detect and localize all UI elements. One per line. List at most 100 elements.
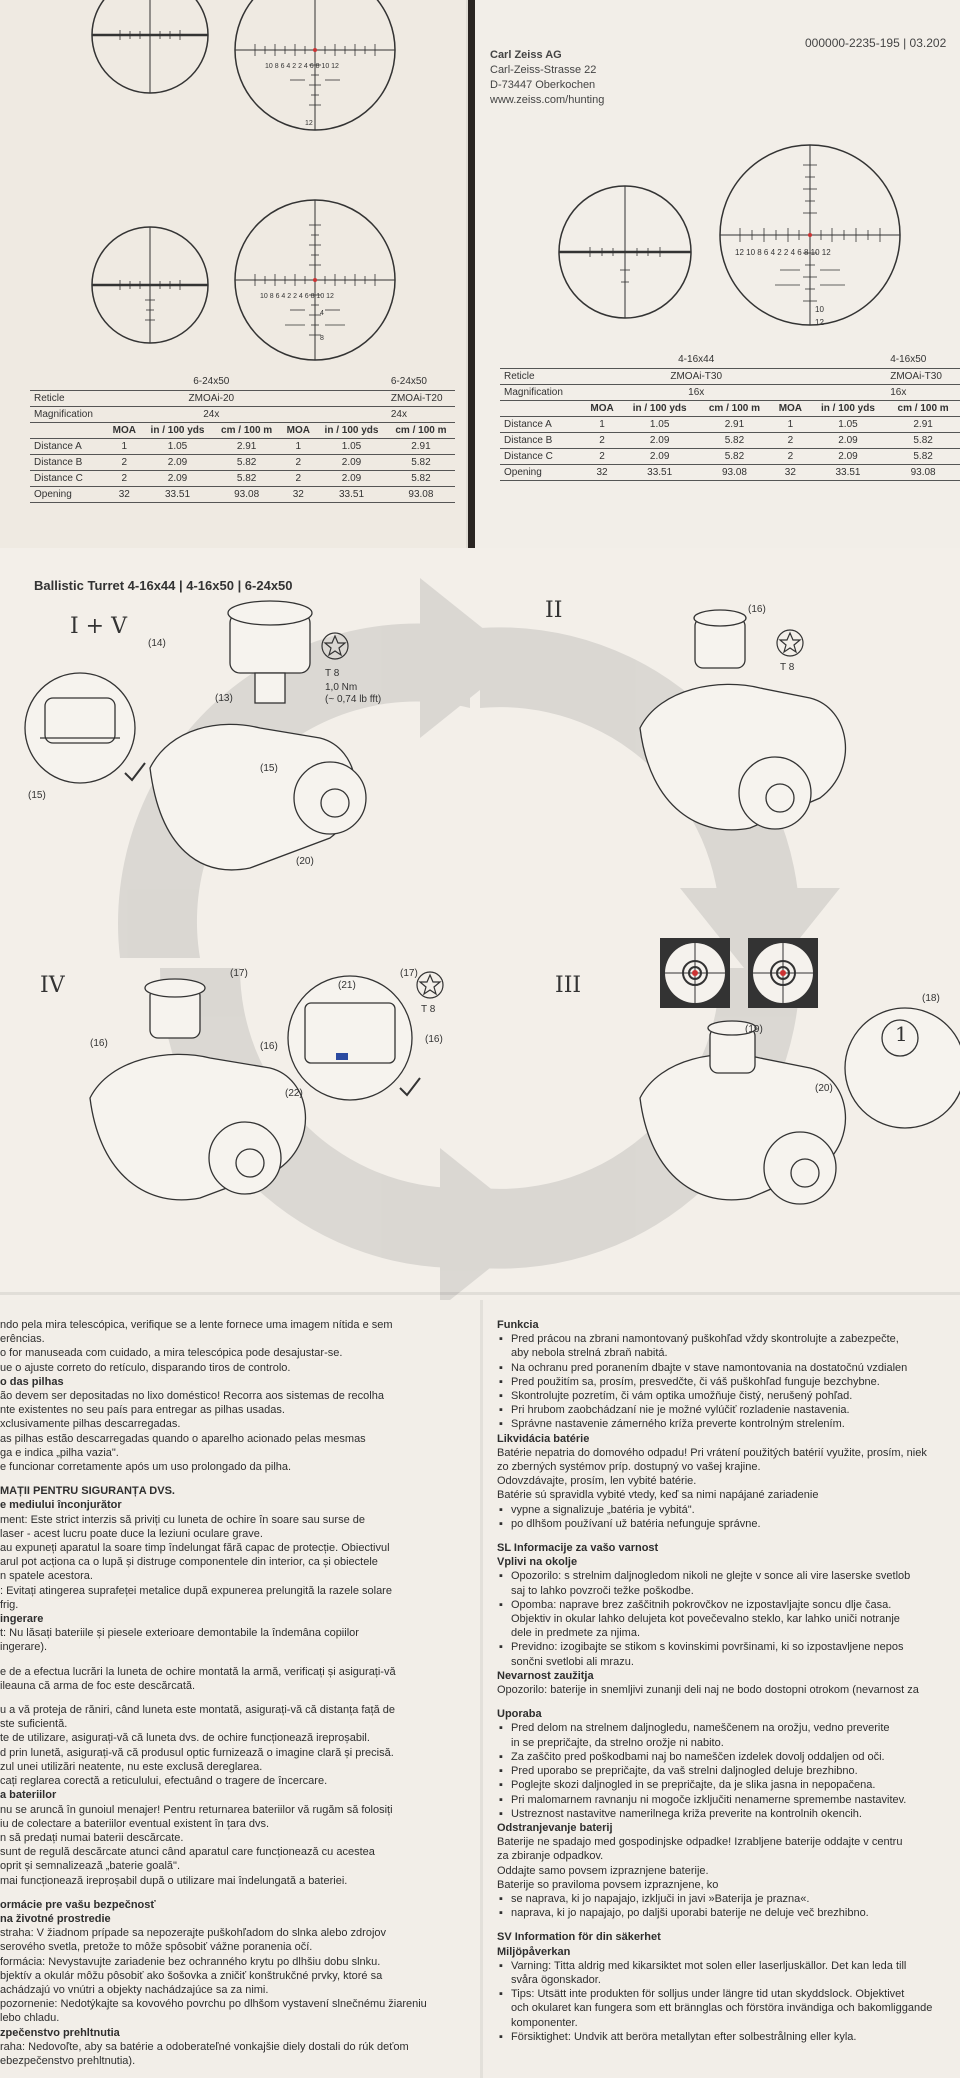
text-line: Batérie sú spravidla vybité vtedy, keď s…: [497, 1489, 819, 1502]
svg-text:12: 12: [815, 318, 824, 327]
table-cell: 2: [771, 448, 810, 465]
section-heading: o das pilhas: [0, 1375, 64, 1388]
table-cell: 5.82: [886, 432, 960, 449]
text-line: iu de colectare a bateriilor eventual ex…: [0, 1817, 270, 1830]
table-cell: 93.08: [212, 486, 281, 503]
table-cell: 2.09: [621, 432, 698, 449]
text-line: zul unei utilizări neatente, nu este exc…: [0, 1760, 263, 1773]
text-line: ment: Este strict interzis să priviți cu…: [0, 1513, 365, 1526]
bullet-item: Na ochranu pred poranením dbajte v stave…: [497, 1361, 960, 1375]
table-cell: 5.82: [697, 448, 771, 465]
bullet-item: Försiktighet: Undvik att beröra metallyt…: [497, 2030, 960, 2044]
callout-label: (16): [748, 604, 766, 615]
callout-label: (22): [285, 1088, 303, 1099]
bullet-item: Previdno: izogibajte se stikom s kovinsk…: [497, 1640, 960, 1654]
text-line: Baterije so praviloma povsem izpraznjene…: [497, 1878, 719, 1891]
svg-text:10: 10: [815, 305, 824, 314]
scope-model: 4-16x44: [621, 352, 771, 369]
table-cell: 5.82: [212, 454, 281, 471]
address-line: www.zeiss.com/hunting: [490, 94, 605, 106]
unit-header: in / 100 yds: [316, 422, 387, 439]
table-cell: 2: [106, 470, 143, 487]
row-label: Distance C: [500, 448, 583, 465]
table-cell: 2.09: [142, 454, 213, 471]
reticle-name: ZMOAi-20: [142, 390, 281, 407]
unit-header: in / 100 yds: [809, 400, 887, 417]
text-line: ileauna că arma de foc este descărcată.: [0, 1679, 196, 1692]
text-line: raha: Nedovoľte, aby sa batérie a odober…: [0, 2040, 409, 2053]
torque-nm: 1,0 Nm: [325, 682, 358, 693]
table-cell: 1.05: [809, 416, 887, 433]
left-spec-table: 6-24x50 6-24x50 Reticle ZMOAi-20 ZMOAi-T…: [30, 374, 455, 503]
text-line: Objektiv in okular lahko delujeta kot po…: [511, 1613, 900, 1626]
table-cell: 1: [106, 438, 143, 455]
text-line: cați reglarea corectă a reticulului, efe…: [0, 1775, 328, 1788]
bullet-item: Správne nastavenie zámerného kríža preve…: [497, 1417, 960, 1431]
text-line: ão devem ser depositadas no lixo domésti…: [0, 1390, 384, 1403]
ballistic-turret-page: Ballistic Turret 4-16x44 | 4-16x50 | 6-2…: [0, 548, 960, 1300]
torque-lbft: (~ 0,74 lb fft): [325, 694, 382, 705]
table-cell: 1: [582, 416, 622, 433]
callout-label: (16): [425, 1034, 443, 1045]
table-cell: 2: [280, 454, 317, 471]
row-label: Opening: [500, 464, 583, 481]
reticle-diagram-zmoai-20-top: [91, 0, 209, 94]
reticle-diagram-zmoai-t20-top: 10 8 6 4 2 2 4 6 8 10 12 12: [234, 0, 396, 131]
text-line: frig.: [0, 1598, 19, 1611]
callout-label: (17): [230, 968, 248, 979]
table-cell: 2: [582, 448, 622, 465]
reticle-diagram-zmoai-t20: 10 8 6 4 2 2 4 6 8 10 12 4 8: [234, 199, 396, 361]
text-line: nte existentes no seu país para entregar…: [0, 1404, 285, 1417]
bullet-item: Opomba: naprave brez zaščitnih pokrovčko…: [497, 1598, 960, 1612]
table-cell: 32: [106, 486, 143, 503]
section-heading: e mediului înconjurător: [0, 1499, 122, 1512]
table-cell: 2: [771, 432, 810, 449]
table-cell: 2: [280, 470, 317, 487]
svg-text:4: 4: [320, 310, 324, 317]
section-heading: ingerare: [0, 1613, 44, 1626]
bullet-item: Varning: Titta aldrig med kikarsiktet mo…: [497, 1959, 960, 1973]
text-line: erências.: [0, 1333, 45, 1346]
text-line: serového svetla, pretože to môže spôsobi…: [0, 1941, 313, 1954]
magnification-value: 24x: [142, 406, 281, 423]
text-line: aby nebola strelná zbraň nabitá.: [511, 1347, 668, 1360]
table-cell: 2.09: [809, 432, 887, 449]
bullet-item: Opozorilo: s strelnim daljnogledom nikol…: [497, 1569, 960, 1583]
row-label: Distance A: [500, 416, 583, 433]
reticle-name: ZMOAi-T30: [886, 368, 960, 385]
reticle-name: ZMOAi-T20: [386, 390, 455, 407]
section-heading: Vplivi na okolje: [497, 1556, 578, 1569]
reticle-diagram-zmoai-20: [91, 226, 209, 344]
section-heading: SL Informacije za vašo varnost: [497, 1542, 659, 1555]
table-cell: 93.08: [386, 486, 455, 503]
section-heading: zpečenstvo prehltnutia: [0, 2026, 120, 2039]
svg-text:10 8 6 4 2 2 4 6 8: 10 8 6 4 2 2 4 6 8 10 12: [265, 63, 339, 70]
company-name: Carl Zeiss AG: [490, 49, 562, 61]
table-cell: 2: [106, 454, 143, 471]
row-label: Distance B: [500, 432, 583, 449]
text-line: ingerare).: [0, 1641, 48, 1654]
text-line: ndo pela mira telescópica, verifique se …: [0, 1319, 393, 1331]
table-cell: 33.51: [316, 486, 387, 503]
bullet-item: Ustreznost nastavitve namerilnega križa …: [497, 1807, 960, 1821]
text-line: e funcionar corretamente após um uso pro…: [0, 1461, 292, 1474]
section-heading: a bateriilor: [0, 1789, 57, 1802]
bullet-item: Pri hrubom zaobchádzaní nie je možné vyl…: [497, 1403, 960, 1417]
svg-text:8: 8: [320, 335, 324, 342]
svg-text:10 8 6 4 2 2 4 6 8: 10 8 6 4 2 2 4 6 8 10 12: [260, 293, 334, 300]
spacer: [0, 1655, 470, 1665]
text-line: arul pot acționa ca o lupă și distruge c…: [0, 1556, 378, 1569]
magnification-label: Magnification: [500, 384, 583, 401]
row-label: Distance C: [30, 470, 107, 487]
tool-label: T 8: [325, 668, 340, 679]
text-line: xclusivamente pilhas descarregadas.: [0, 1418, 181, 1431]
svg-text:12: 12: [305, 120, 313, 127]
spacer: [0, 1693, 470, 1703]
text-line: Batérie nepatria do domového odpadu! Pri…: [497, 1446, 927, 1459]
